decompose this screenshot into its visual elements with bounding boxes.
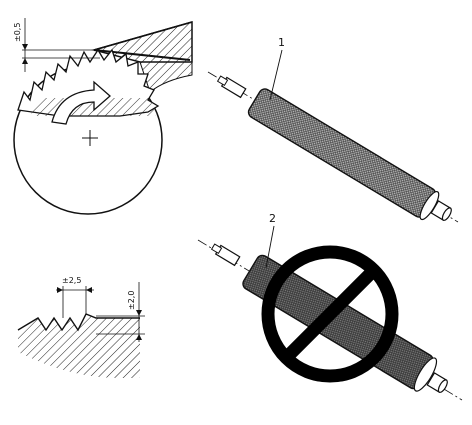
thread-depth-dimension: ±2,0 — [127, 291, 136, 310]
knurling-tool-detail: ±0,5 — [13, 18, 193, 215]
roll-1-label: 1 — [278, 36, 285, 49]
thread-section — [18, 314, 140, 378]
tooth-offset-dimension: ±0,5 — [13, 23, 22, 42]
thread-profile-detail: ±2,5 ±2,0 — [17, 276, 145, 378]
knurled-roll-incorrect: 2 — [197, 212, 463, 401]
roll-2-leader — [265, 225, 275, 269]
knurled-roll-correct: 1 — [207, 36, 459, 223]
thread-pitch-dimension: ±2,5 — [62, 276, 81, 285]
roll-2-label: 2 — [269, 212, 276, 225]
roll-1-leader — [269, 49, 283, 101]
prohibited-icon — [261, 245, 399, 383]
thread-outline — [17, 313, 140, 332]
roll-1-body — [247, 88, 437, 218]
rotation-arrow-icon — [51, 80, 111, 125]
